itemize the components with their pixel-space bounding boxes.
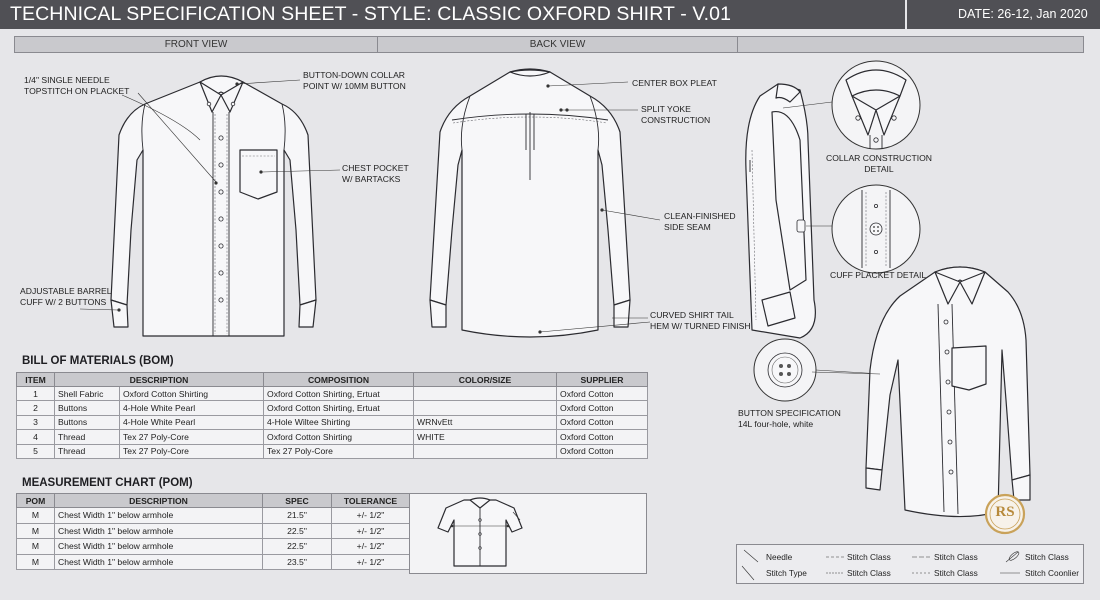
back-view-label: BACK VIEW <box>529 39 586 50</box>
bom-cell: Oxford Cotton <box>556 443 649 459</box>
bom-cell: 1 <box>16 385 55 402</box>
bom-cell: Oxford Cotton Shirting <box>118 385 265 402</box>
header-divider <box>905 0 907 29</box>
callout-side-seam: CLEAN-FINISHED SIDE SEAM <box>664 211 736 232</box>
bom-cell <box>413 443 558 459</box>
legend-stitch-class: Stitch Class <box>934 552 978 562</box>
sheet-title: TECHNICAL SPECIFICATION SHEET - STYLE: C… <box>10 3 732 25</box>
pom-cell: Chest Width 1" below armhole <box>54 553 263 571</box>
legend-stitch-class: Stitch Class <box>847 552 891 562</box>
legend-stitch-coonlier: Stitch Coonlier <box>1025 568 1079 578</box>
bom-cell: Oxford Cotton Shirting <box>263 429 415 445</box>
callout-shirt-tail: CURVED SHIRT TAIL HEM W/ TURNED FINISH <box>650 310 751 331</box>
front-view-label: FRONT VIEW <box>164 39 228 50</box>
pom-cell: 21.5" <box>262 507 332 524</box>
pom-cell: Chest Width 1" below armhole <box>54 522 263 540</box>
callout-collar-detail: COLLAR CONSTRUCTION DETAIL <box>826 153 932 174</box>
bom-title: BILL OF MATERIALS (BOM) <box>22 355 174 367</box>
table-row: 5 Thread Tex 27 Poly-Core Tex 27 Poly-Co… <box>16 443 649 459</box>
pom-cell: M <box>16 538 55 555</box>
view-label-bar: FRONT VIEW BACK VIEW <box>14 36 1084 53</box>
bom-header-row: ITEM DESCRIPTION COMPOSITION COLOR/SIZE … <box>16 372 649 387</box>
callout-chest-pocket: CHEST POCKET W/ BARTACKS <box>342 163 409 184</box>
table-row: 2 Buttons 4-Hole White Pearl Oxford Cott… <box>16 400 649 416</box>
table-row: M Chest Width 1" below armhole 22.5" +/-… <box>16 522 410 540</box>
callout-button-spec: BUTTON SPECIFICATION 14L four-hole, whit… <box>738 408 841 429</box>
callout-box-pleat: CENTER BOX PLEAT <box>632 78 717 88</box>
pom-table: POM DESCRIPTION SPEC TOLERANCE M Chest W… <box>16 493 410 571</box>
bom-col-color-size: COLOR/SIZE <box>413 372 558 387</box>
pom-col-spec: SPEC <box>262 493 332 508</box>
bom-cell: 4-Hole White Pearl <box>118 400 265 416</box>
callout-barrel-cuff: ADJUSTABLE BARREL CUFF W/ 2 BUTTONS <box>20 286 112 307</box>
bom-cell: Oxford Cotton <box>556 414 649 431</box>
table-row: M Chest Width 1" below armhole 23.5" +/-… <box>16 553 410 571</box>
pom-header-row: POM DESCRIPTION SPEC TOLERANCE <box>16 493 410 508</box>
table-row: 1 Shell Fabric Oxford Cotton Shirting Ox… <box>16 385 649 402</box>
bom-table: ITEM DESCRIPTION COMPOSITION COLOR/SIZE … <box>16 372 649 459</box>
bom-cell: Tex 27 Poly-Core <box>118 443 265 459</box>
pom-title: MEASUREMENT CHART (POM) <box>22 477 193 489</box>
callout-split-yoke: SPLIT YOKE CONSTRUCTION <box>641 104 711 125</box>
bom-col-supplier: SUPPLIER <box>556 372 649 387</box>
bom-cell: Tex 27 Poly-Core <box>118 429 265 445</box>
pom-cell: 22.5" <box>262 522 332 540</box>
bom-col-description: DESCRIPTION <box>53 372 265 387</box>
bom-cell: 5 <box>16 443 55 459</box>
bom-cell: 4-Hole Wiltee Shirting <box>263 414 415 431</box>
callout-topstitch: 1/4" SINGLE NEEDLE TOPSTITCH ON PLACKET <box>24 75 130 96</box>
pom-cell: +/- 1/2" <box>331 553 410 571</box>
bom-cell: Oxford Cotton <box>556 400 649 416</box>
legend-needle: Needle <box>766 552 793 562</box>
bom-cell: Thread <box>54 443 120 459</box>
bom-cell: Thread <box>54 429 120 445</box>
bom-cell <box>413 385 558 402</box>
callout-collar-point: BUTTON-DOWN COLLAR POINT W/ 10MM BUTTON <box>303 70 406 91</box>
legend-stitch-class: Stitch Class <box>847 568 891 578</box>
view-divider <box>377 37 378 52</box>
bom-cell: Shell Fabric <box>54 385 120 402</box>
pom-cell: M <box>16 553 55 571</box>
table-row: 4 Thread Tex 27 Poly-Core Oxford Cotton … <box>16 429 649 445</box>
bom-cell <box>413 400 558 416</box>
bom-cell: Oxford Cotton <box>556 385 649 402</box>
table-row: M Chest Width 1" below armhole 22.5" +/-… <box>16 538 410 555</box>
legend-stitch-class: Stitch Class <box>934 568 978 578</box>
table-row: M Chest Width 1" below armhole 21.5" +/-… <box>16 507 410 524</box>
view-divider <box>737 37 738 52</box>
stitch-legend <box>736 544 1084 584</box>
pom-col-description: DESCRIPTION <box>54 493 263 508</box>
bom-cell: Oxford Cotton Shirting, Ertuat <box>263 400 415 416</box>
pom-cell: Chest Width 1" below armhole <box>54 538 263 555</box>
callout-cuff-detail: CUFF PLACKET DETAIL <box>830 270 927 280</box>
bom-col-item: ITEM <box>16 372 55 387</box>
brand-logo: RS <box>995 504 1015 520</box>
header-bar: TECHNICAL SPECIFICATION SHEET - STYLE: C… <box>0 0 1100 29</box>
bom-cell: Tex 27 Poly-Core <box>263 443 415 459</box>
legend-stitch-class: Stitch Class <box>1025 552 1069 562</box>
sheet-date: DATE: 26-12, Jan 2020 <box>958 7 1088 21</box>
legend-stitch-type: Stitch Type <box>766 568 807 578</box>
pom-cell: +/- 1/2" <box>331 538 410 555</box>
pom-col-tolerance: TOLERANCE <box>331 493 410 508</box>
